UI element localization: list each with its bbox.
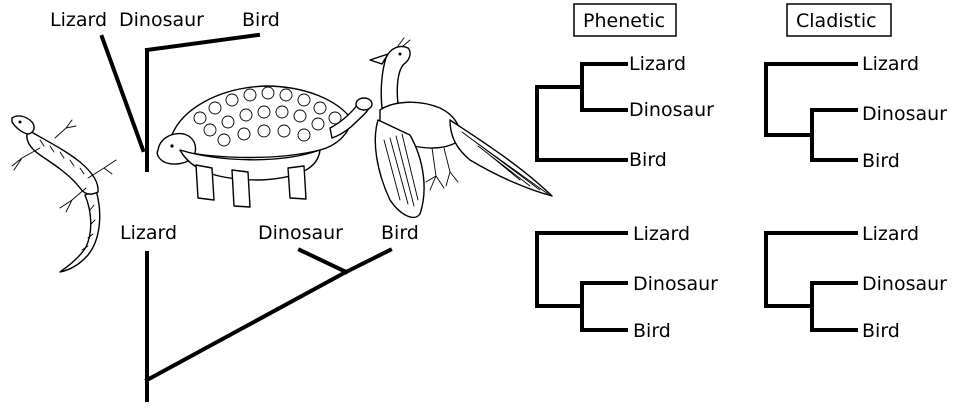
upper-label-lizard: Lizard bbox=[50, 9, 107, 31]
upper-bird-branch bbox=[147, 35, 258, 50]
phenetic-top-tree bbox=[537, 64, 626, 160]
phenetic-top-label-bird: Bird bbox=[629, 149, 667, 171]
upper-lizard-branch bbox=[102, 37, 143, 150]
phenetic-bottom-label-dinosaur: Dinosaur bbox=[633, 273, 718, 295]
lower-bird-dinosaur-branch bbox=[147, 272, 346, 380]
lower-label-dinosaur: Dinosaur bbox=[258, 222, 343, 244]
lower-label-bird: Bird bbox=[381, 222, 419, 244]
cladistic-top-label-lizard: Lizard bbox=[862, 53, 919, 75]
phenetic-bottom-label-bird: Bird bbox=[633, 320, 671, 342]
phenetic-bottom-inner-clade bbox=[582, 283, 626, 330]
phenetic-header: Phenetic bbox=[583, 10, 665, 32]
phenetic-top-label-lizard: Lizard bbox=[629, 53, 686, 75]
cladistic-bottom-label-lizard: Lizard bbox=[862, 223, 919, 245]
cladistic-top-label-dinosaur: Dinosaur bbox=[862, 103, 947, 125]
lower-dinosaur-branch bbox=[300, 250, 346, 272]
cladistic-header: Cladistic bbox=[796, 10, 877, 32]
lower-left-tree bbox=[147, 250, 390, 400]
cladistic-bottom-tree bbox=[766, 233, 856, 330]
phenetic-bottom-label-lizard: Lizard bbox=[633, 223, 690, 245]
cladistic-top-inner-clade bbox=[812, 110, 856, 160]
lower-bird-branch bbox=[346, 250, 390, 272]
upper-label-dinosaur: Dinosaur bbox=[119, 9, 204, 31]
lizard-illustration bbox=[12, 116, 116, 272]
cladistic-bottom-label-dinosaur: Dinosaur bbox=[862, 273, 947, 295]
phenetic-top-label-dinosaur: Dinosaur bbox=[629, 99, 714, 121]
cladistic-bottom-label-bird: Bird bbox=[862, 320, 900, 342]
bird-illustration bbox=[370, 38, 552, 217]
ankylosaur-illustration bbox=[157, 86, 372, 207]
lower-label-lizard: Lizard bbox=[120, 222, 177, 244]
cladistic-top-label-bird: Bird bbox=[862, 150, 900, 172]
cladistic-top-tree bbox=[766, 64, 856, 160]
phenetic-bottom-tree bbox=[537, 233, 626, 330]
phenetic-top-inner-clade bbox=[582, 64, 626, 110]
upper-label-bird: Bird bbox=[242, 9, 280, 31]
cladistic-bottom-inner-clade bbox=[812, 283, 856, 330]
